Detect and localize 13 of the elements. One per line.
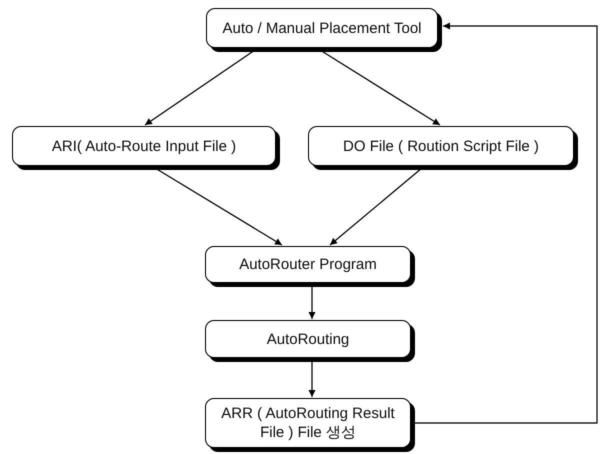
box-label: AutoRouting — [266, 330, 350, 348]
box-label: AutoRouter Program — [238, 255, 378, 274]
arrow — [320, 50, 440, 126]
arrow — [308, 360, 316, 397]
arrow — [144, 50, 256, 126]
box-label: ARR ( AutoRouting Result File ) File 생성 — [220, 404, 396, 442]
box-label: Auto / Manual Placement Tool — [221, 18, 422, 38]
arrow — [154, 167, 282, 246]
arrow — [415, 22, 598, 424]
arrow — [308, 285, 316, 319]
arrow — [330, 168, 422, 246]
box-label: ARI( Auto-Route Input File ) — [50, 136, 238, 156]
box-label: DO File ( Roution Script File ) — [342, 136, 540, 156]
